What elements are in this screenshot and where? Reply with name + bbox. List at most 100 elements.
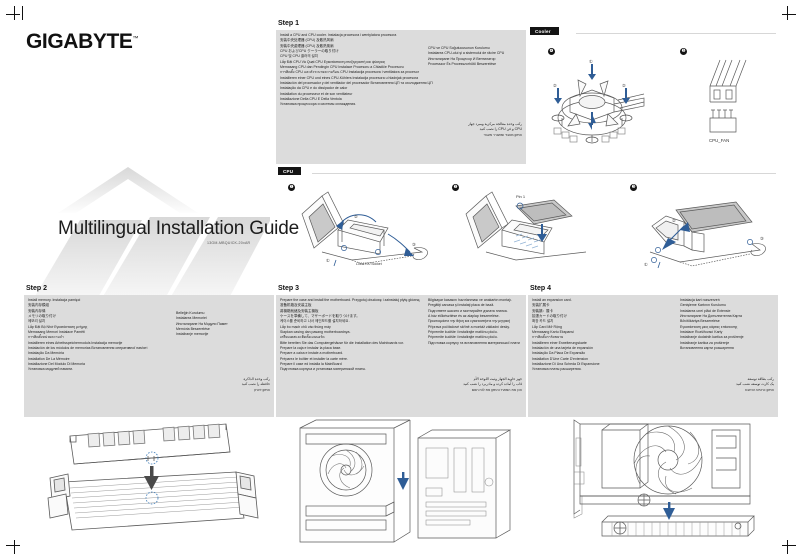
brand-text: GIGABYTE — [26, 30, 133, 53]
language-line: הכן את המארז והתקן את לוח האם — [471, 387, 522, 392]
language-line: התקן מעבד ומאוורר מעבד — [483, 132, 522, 137]
language-line: Instalación de los módulos de memorias В… — [28, 346, 148, 351]
language-line: Processzor És Processzorhűtő Beszerelése — [428, 62, 497, 67]
document-code: 13GM-MBQUICK-20xAR — [207, 241, 251, 245]
svg-text:③: ③ — [412, 242, 416, 247]
language-line: การติดตั้งการ์ดขยาย — [532, 335, 564, 340]
language-line: Pripremite kućište i instalirajte matičn… — [428, 330, 498, 335]
figure-case-motherboard — [286, 418, 516, 550]
language-line: メモリの取り付け — [28, 314, 56, 319]
language-line: Подгответе шасито и монтирайте дъната пл… — [428, 308, 508, 313]
language-line: Встановлення карти розширення — [680, 346, 734, 351]
language-line: Install an expansion card. — [532, 298, 572, 302]
cpu-fan-svg-label: CPU_FAN — [709, 138, 729, 143]
language-line: Instaliranje dodatnih kartica za prošire… — [680, 335, 744, 340]
figure-cpu-insert: Pin 1 — [456, 190, 606, 268]
language-line: Memasang Kartu Ekspansi — [532, 330, 574, 335]
language-line: Instalarea CPU-ului şi a sistemului de r… — [428, 51, 505, 56]
language-line: CPU و فن CPU را نصب کنید — [479, 127, 522, 132]
language-line: Installazione Del Modulo Di Memoria — [28, 362, 85, 367]
language-line: Memória Beszerelése — [176, 327, 210, 332]
step-3-left-column: Prepare the case and install the motherb… — [280, 298, 428, 373]
language-line: Instalarea unei plăci de Extensie — [680, 308, 731, 313]
figure-expansion-card — [540, 418, 780, 550]
language-line: Instalación del procesador y del ventila… — [280, 81, 433, 86]
figure-cpu-socket-open: ② ③ ① — [292, 190, 442, 268]
language-line: Lắp Đặt Bộ Nhớ Εγκατάσταση μνήμης — [28, 324, 88, 329]
language-line: Installieren eines Arbeitsspeichermoduls… — [28, 340, 123, 345]
figure-cpu-socket-close: ② ③ ① — [632, 192, 782, 270]
cooler-tag-rule — [576, 33, 776, 34]
language-line: Genişleme Kartının Kurulumu — [680, 303, 726, 308]
language-line: Instaliranje memorije — [176, 332, 209, 337]
language-line: Prepare a caixa e instale a motherboard. — [280, 351, 344, 356]
language-line: Підготовка корпусу та встановлення матер… — [428, 340, 520, 345]
language-line: התקן כרטיס הרחבה — [744, 387, 774, 392]
marker-3: ❸ — [630, 184, 637, 191]
language-line: การติดตั้งหน่วยความจำ — [28, 335, 64, 340]
language-line: حافظه را نصب کنید — [241, 382, 270, 387]
crop-mark-tl-v2 — [22, 6, 23, 20]
language-line: 安裝內存條 — [28, 308, 46, 313]
language-line: Lắp bo mạch chủ vào thùng máy — [280, 324, 331, 329]
language-line: Установка процессора и системы охлаждени… — [280, 102, 357, 107]
language-line: Installazione Della CPU E Della Ventola — [280, 97, 342, 102]
figure-cooler-install: ① ② ② — [540, 56, 650, 156]
language-line: ركب وحدة معالجة مركزية ومبرد جهاز — [468, 122, 522, 126]
language-line: 메모리 설치 — [28, 319, 46, 324]
language-line: Instalace Rozšiřovací Karty — [680, 330, 723, 335]
language-line: A ház előkészítése és az alaplap beszere… — [428, 314, 500, 319]
language-line: Installation du processeur et de son ven… — [280, 91, 353, 96]
language-line: Siapkan casing dan pasang motherboardnya… — [280, 330, 351, 335]
panel-step-4: Step 4 Install an expansion card.安装扩展卡安裝… — [528, 285, 778, 417]
crop-mark-tr-v — [787, 6, 788, 20]
language-line: Installieren einer Erweiterungskarte — [532, 340, 587, 345]
language-line: Установка модулей памяти. — [28, 367, 74, 372]
language-line: Instalacja kart rozszerzeń — [680, 298, 720, 302]
language-line: 准备机箱及安装主板 — [280, 303, 312, 308]
figure-cpu-fan-connector: CPU_FAN — [690, 58, 770, 154]
step-4-left-column: Install an expansion card.安装扩展卡安裝擴：展卡拡張カ… — [532, 298, 680, 373]
cpu-tag-rule — [312, 173, 776, 174]
gigabyte-logo: GIGABYTE™ — [26, 30, 138, 54]
language-line: Instalarea Memoriei — [176, 316, 207, 321]
panel-step-1: Step 1 Install a CPU and CPU cooler. Ins… — [276, 20, 526, 164]
language-line: Инсталиране На Модули Памет — [176, 321, 228, 326]
language-line: Pripremite kućište i instalirajte matičn… — [428, 335, 498, 340]
svg-text:①: ① — [589, 59, 593, 64]
marker-4: ❹ — [548, 48, 555, 55]
step-4-textbox: Install an expansion card.安装扩展卡安裝擴：展卡拡張カ… — [528, 295, 778, 417]
step-2-title: Step 2 — [26, 285, 48, 292]
language-line: CPU 및 CPU 쿨러의 설치 — [280, 54, 318, 59]
language-line: 拡張カードの取り付け — [532, 314, 567, 319]
crop-mark-bl-v — [14, 540, 15, 554]
language-line: Prepare the case and install the motherb… — [280, 298, 420, 302]
language-line: Installation De La Mémoire — [28, 356, 70, 361]
crop-mark-tl-v — [14, 6, 15, 20]
step-1-left-column: Install a CPU and CPU cooler. Instalacja… — [280, 33, 433, 108]
language-line: 安装内存模组 — [28, 303, 49, 308]
cover-swoosh-graphic — [10, 165, 270, 315]
language-line: Memasang Memori Instalace Paměti — [28, 330, 85, 335]
language-line: Příprava počítačové skříně a montáž zákl… — [428, 324, 510, 329]
step-3-textbox: Prepare the case and install the motherb… — [276, 295, 526, 417]
language-line: ركب وحدة الذاكرة — [243, 377, 270, 381]
crop-mark-bl-h — [6, 545, 20, 546]
language-line: เตรียมเคสและติดตั้งเมนบอร์ด — [280, 335, 325, 340]
step-1-title: Step 1 — [278, 20, 300, 27]
language-line: Installazione Di Una Scheda Di Espansion… — [532, 362, 600, 367]
marker-1: ❶ — [288, 184, 295, 191]
crop-mark-br-h — [782, 545, 796, 546]
language-line: 安裝擴：展卡 — [532, 308, 553, 313]
language-line: Belleğin Kurulumu — [176, 311, 205, 315]
language-line: جهز حاوية الجهاز وثبت اللوحة الأم — [473, 377, 522, 381]
language-line: Bővítőkártya Beszerelése — [680, 319, 720, 324]
figure-memory-install — [30, 420, 274, 548]
